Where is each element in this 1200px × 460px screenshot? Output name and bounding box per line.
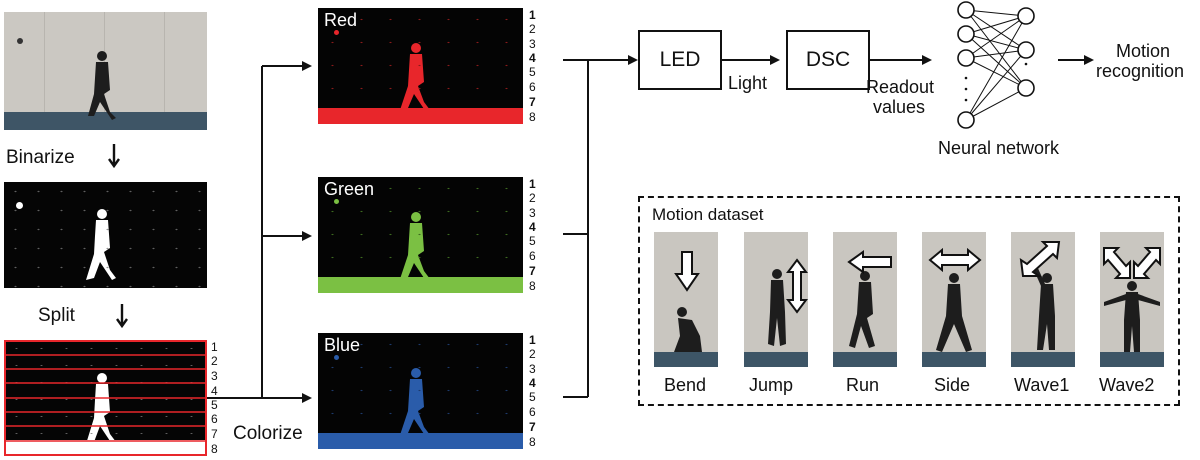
row-number: 5 <box>529 234 536 248</box>
motion-label-wave2: Wave2 <box>1099 375 1155 395</box>
dsc-box: DSC <box>786 30 870 90</box>
motion-thumb-wave1 <box>1011 232 1075 367</box>
split-image <box>4 340 207 456</box>
red-channel-image: Red <box>318 8 523 124</box>
row-number: 8 <box>529 435 536 449</box>
blue-channel-image: Blue <box>318 333 523 449</box>
row-number: 7 <box>529 264 536 278</box>
arrow-down-icon <box>108 144 120 169</box>
neural-network-diagram <box>957 1 1035 129</box>
readout-label-line2: values <box>873 97 926 117</box>
arrow-double-diagonal-icon <box>1103 247 1161 279</box>
row-number: 8 <box>529 279 536 293</box>
motion-label-run: Run <box>846 375 880 395</box>
original-photo <box>4 12 207 130</box>
colorize-label: Colorize <box>233 423 303 444</box>
motion-label-bend: Bend <box>664 375 707 395</box>
neural-network-label: Neural network <box>938 138 1060 158</box>
row-number: 7 <box>529 420 536 434</box>
row-number: 3 <box>529 37 536 51</box>
row-number: 3 <box>211 369 218 383</box>
arrow-up-down-icon <box>786 258 808 314</box>
row-number: 4 <box>529 376 536 390</box>
row-number: 5 <box>211 398 218 412</box>
channel-label-red: Red <box>324 10 358 30</box>
row-number: 3 <box>529 206 536 220</box>
split-grid <box>4 340 207 456</box>
arrow-down-icon <box>116 304 128 329</box>
split-label: Split <box>38 305 75 326</box>
output-label-line2: recognition <box>1096 61 1185 81</box>
arrow-left-right-icon <box>928 248 982 272</box>
row-number: 8 <box>211 442 218 456</box>
row-number: 1 <box>211 340 218 354</box>
output-label-line1: Motion <box>1116 41 1171 61</box>
green-channel-image: Green <box>318 177 523 293</box>
motion-dataset-title: Motion dataset <box>652 205 764 224</box>
row-number: 3 <box>529 362 536 376</box>
row-number: 5 <box>529 390 536 404</box>
motion-thumb-jump <box>744 232 808 367</box>
row-number: 4 <box>529 220 536 234</box>
row-number: 4 <box>529 51 536 65</box>
row-number: 6 <box>529 80 536 94</box>
light-label: Light <box>728 73 768 93</box>
dsc-label: DSC <box>805 48 851 71</box>
motion-label-wave1: Wave1 <box>1014 375 1070 395</box>
row-number: 2 <box>529 191 536 205</box>
row-number: 7 <box>211 427 218 441</box>
motion-thumb-bend <box>654 232 718 367</box>
row-number: 8 <box>529 110 536 124</box>
row-number: 1 <box>529 177 536 191</box>
motion-thumb-wave2 <box>1100 232 1164 367</box>
row-number: 4 <box>211 384 218 398</box>
motion-thumb-run <box>833 232 897 367</box>
arrow-down-icon <box>674 251 700 292</box>
row-number: 5 <box>529 65 536 79</box>
row-number: 2 <box>529 347 536 361</box>
arrow-left-icon <box>847 250 892 274</box>
led-box: LED <box>638 30 722 90</box>
channel-label-blue: Blue <box>324 335 361 355</box>
motion-label-jump: Jump <box>749 375 794 395</box>
row-number: 6 <box>529 405 536 419</box>
motion-thumb-side <box>922 232 986 367</box>
row-number: 1 <box>529 8 536 22</box>
arrow-diagonal-icon <box>1019 241 1061 277</box>
row-number: 2 <box>529 22 536 36</box>
row-number: 6 <box>211 412 218 426</box>
row-number: 6 <box>529 249 536 263</box>
binarize-label: Binarize <box>6 147 75 168</box>
readout-label-line1: Readout <box>866 77 935 97</box>
row-number: 1 <box>529 333 536 347</box>
channel-label-green: Green <box>324 179 375 199</box>
led-label: LED <box>659 48 701 71</box>
binarized-image <box>4 182 207 288</box>
motion-label-side: Side <box>934 375 971 395</box>
row-number: 2 <box>211 354 218 368</box>
motion-dataset-panel <box>638 196 1180 406</box>
row-number: 7 <box>529 95 536 109</box>
